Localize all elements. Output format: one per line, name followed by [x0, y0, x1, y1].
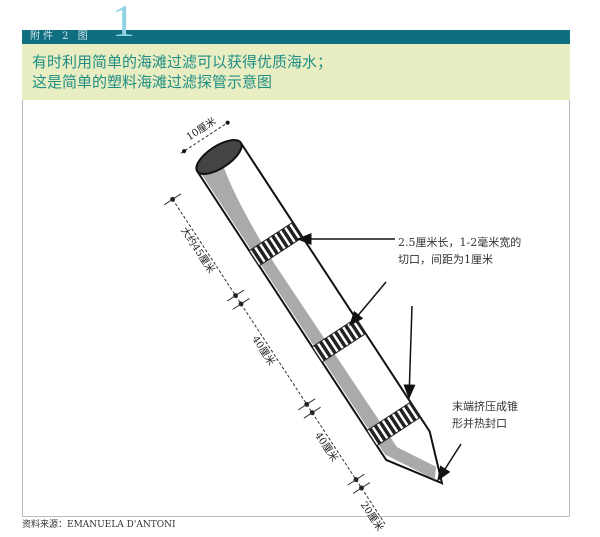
dim-diameter: 10厘米: [184, 114, 219, 143]
tube-shading: [200, 161, 437, 480]
title-line-2: 这是简单的塑料海滩过滤探管示意图: [32, 73, 273, 91]
slot-band-3: [366, 401, 422, 447]
dim-segment-4: 20厘米: [358, 499, 387, 534]
title-line-1: 有时利用简单的海滩过滤可以获得优质海水；: [32, 53, 333, 71]
arrow-slot-3: [403, 305, 416, 400]
slots-annotation-line-2: 切口，间距为1厘米: [398, 253, 493, 266]
tip-annotation: 末端挤压成锥 形并热封口: [452, 398, 518, 432]
slots-annotation: 2.5厘米长，1-2毫米宽的 切口，间距为1厘米: [398, 234, 521, 268]
header-label: 附件 2 图: [30, 31, 91, 42]
tube-opening: [195, 139, 243, 175]
arrow-tip: [437, 443, 462, 482]
title-panel: 有时利用简单的海滩过滤可以获得优质海水； 这是简单的塑料海滩过滤探管示意图: [22, 44, 570, 100]
figure-frame: [22, 100, 570, 517]
slots-annotation-line-1: 2.5厘米长，1-2毫米宽的: [398, 236, 522, 249]
slot-band-1: [248, 221, 304, 267]
tip-annotation-line-1: 末端挤压成锥: [452, 400, 518, 413]
source-credit: 资料来源：EMANUELA D'ANTONI: [22, 520, 176, 530]
dim-segment-1: 大约45厘米: [178, 224, 218, 275]
figure-number: 1: [112, 0, 135, 46]
header-bar: 附件 2 图: [22, 30, 570, 44]
arrow-slot-2: [349, 281, 387, 327]
tip-annotation-line-2: 形并热封口: [452, 417, 507, 430]
